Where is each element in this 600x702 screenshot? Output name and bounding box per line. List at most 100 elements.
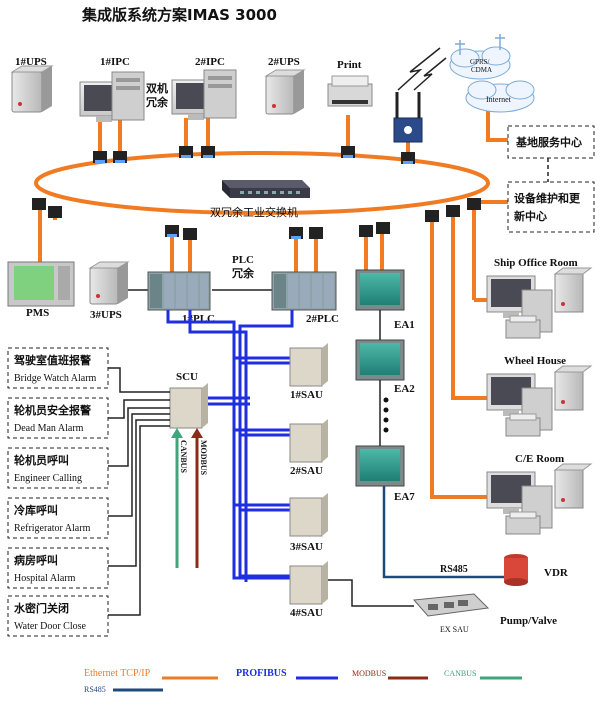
ea-continuation-dots — [383, 397, 389, 433]
legend: Ethernet TCP/IP PROFIBUS MODBUS CANBUS RS485 — [84, 668, 522, 694]
print-label: Print — [337, 59, 362, 71]
pms-label: PMS — [26, 307, 49, 319]
maintenance-center-label-2: 新中心 — [514, 209, 547, 223]
ea1-icon — [355, 269, 405, 311]
alarm-box: 冷库呼叫 Refrigerator Alarm — [7, 497, 109, 539]
diagram-title: 集成版系统方案IMAS 3000 — [81, 6, 277, 24]
alarm-en-label: Engineer Calling — [14, 473, 82, 484]
base-service-box — [507, 125, 595, 159]
sau4-exsau-link — [328, 579, 414, 607]
sau3-label: 3#SAU — [290, 541, 323, 553]
legend-label: RS485 — [84, 685, 106, 694]
alarm-cn-label: 轮机员呼叫 — [14, 453, 69, 467]
ipc2-label: 2#IPC — [195, 56, 225, 68]
legend-item: CANBUS — [444, 669, 522, 680]
ups1-label: 1#UPS — [15, 56, 47, 68]
plc-redundant-label-2: 冗余 — [231, 266, 255, 280]
gprs-router-icon — [393, 92, 423, 143]
sau3-icon — [289, 493, 328, 537]
ups2-label: 2#UPS — [268, 56, 300, 68]
legend-item: RS485 — [84, 685, 163, 694]
plc1-icon — [147, 271, 211, 311]
canbus-vertical-label: CANBUS — [179, 440, 188, 473]
wheel-house-label: Wheel House — [504, 355, 566, 367]
wireless-lightning — [397, 47, 441, 91]
alarm-cn-label: 病房呼叫 — [14, 553, 58, 567]
ups2-icon — [264, 69, 306, 115]
pms-panel-icon — [7, 261, 75, 307]
ups3-icon — [88, 261, 130, 305]
workstations — [486, 267, 593, 535]
scu-label: SCU — [176, 371, 198, 383]
legend-label: Ethernet TCP/IP — [84, 668, 151, 679]
legend-label: CANBUS — [444, 669, 476, 678]
scu-icon — [169, 383, 208, 429]
internet-cloud-icon — [465, 80, 535, 113]
workstation-icon — [486, 365, 593, 437]
plc-redundant-label-1: PLC — [232, 254, 254, 266]
dual-redundant-label-1: 双机 — [146, 81, 168, 95]
alarm-en-label: Refrigerator Alarm — [14, 523, 91, 534]
switch-label: 双冗余工业交换机 — [210, 205, 298, 219]
ea7-icon — [355, 445, 405, 487]
ce-room-label: C/E Room — [515, 453, 564, 465]
ex-sau-icon — [412, 593, 490, 617]
alarm-en-label: Hospital Alarm — [14, 573, 76, 584]
alarm-connectors — [108, 367, 170, 616]
ea2-label: EA2 — [394, 383, 415, 395]
legend-label: MODBUS — [352, 669, 386, 678]
alarm-cn-label: 冷库呼叫 — [14, 503, 58, 517]
sau1-label: 1#SAU — [290, 389, 323, 401]
alarm-en-label: Water Door Close — [14, 621, 87, 632]
alarm-cn-label: 驾驶室值班报警 — [13, 353, 91, 367]
rs485-line — [382, 486, 504, 579]
ipc1-icon — [79, 71, 145, 122]
alarm-cn-label: 水密门关闭 — [14, 601, 69, 615]
plc2-label: 2#PLC — [306, 313, 339, 325]
internet-label: Internet — [486, 95, 512, 104]
alarm-box: 病房呼叫 Hospital Alarm — [7, 547, 109, 589]
ups1-icon — [10, 65, 54, 113]
vdr-label: VDR — [544, 567, 569, 579]
alarm-en-label: Bridge Watch Alarm — [14, 373, 97, 384]
internet-link — [486, 110, 508, 142]
workstation-icon — [486, 463, 593, 535]
legend-item: PROFIBUS — [236, 668, 338, 680]
ups3-label: 3#UPS — [90, 309, 122, 321]
industrial-switch-icon — [222, 180, 310, 198]
printer-icon — [327, 75, 373, 107]
plc2-icon — [271, 271, 337, 311]
pump-valve-label: Pump/Valve — [500, 615, 557, 627]
modbus-vertical-label: MODBUS — [199, 440, 208, 476]
sau2-label: 2#SAU — [290, 465, 323, 477]
ipc1-label: 1#IPC — [100, 56, 130, 68]
sau1-icon — [289, 343, 328, 387]
gprs-label: GPRS/CDMA — [470, 58, 492, 74]
legend-label: PROFIBUS — [236, 668, 287, 679]
maintenance-center-label-1: 设备维护和更 — [514, 191, 581, 205]
workstation-icon — [486, 267, 593, 339]
ring-ports — [32, 146, 481, 240]
sau4-label: 4#SAU — [290, 607, 323, 619]
ship-office-label: Ship Office Room — [494, 257, 578, 269]
alarm-cn-label: 轮机员安全报警 — [14, 403, 91, 417]
base-service-label: 基地服务中心 — [515, 135, 582, 149]
dual-redundant-label-2: 冗余 — [145, 95, 169, 109]
sau2-icon — [289, 419, 328, 463]
alarm-box: 水密门关闭 Water Door Close — [7, 595, 109, 637]
ex-sau-label: EX SAU — [440, 625, 469, 634]
gprs-cloud-icon — [449, 46, 511, 80]
ethernet-ring — [34, 151, 490, 215]
alarm-box: 轮机员呼叫 Engineer Calling — [7, 447, 109, 489]
ipc2-icon — [171, 69, 237, 120]
alarm-box: 驾驶室值班报警 Bridge Watch Alarm — [7, 347, 109, 389]
ea1-label: EA1 — [394, 319, 415, 331]
ea7-label: EA7 — [394, 491, 415, 503]
legend-item: Ethernet TCP/IP — [84, 668, 218, 680]
ea2-icon — [355, 339, 405, 381]
legend-item: MODBUS — [352, 669, 428, 680]
maintenance-center-box — [507, 181, 595, 233]
